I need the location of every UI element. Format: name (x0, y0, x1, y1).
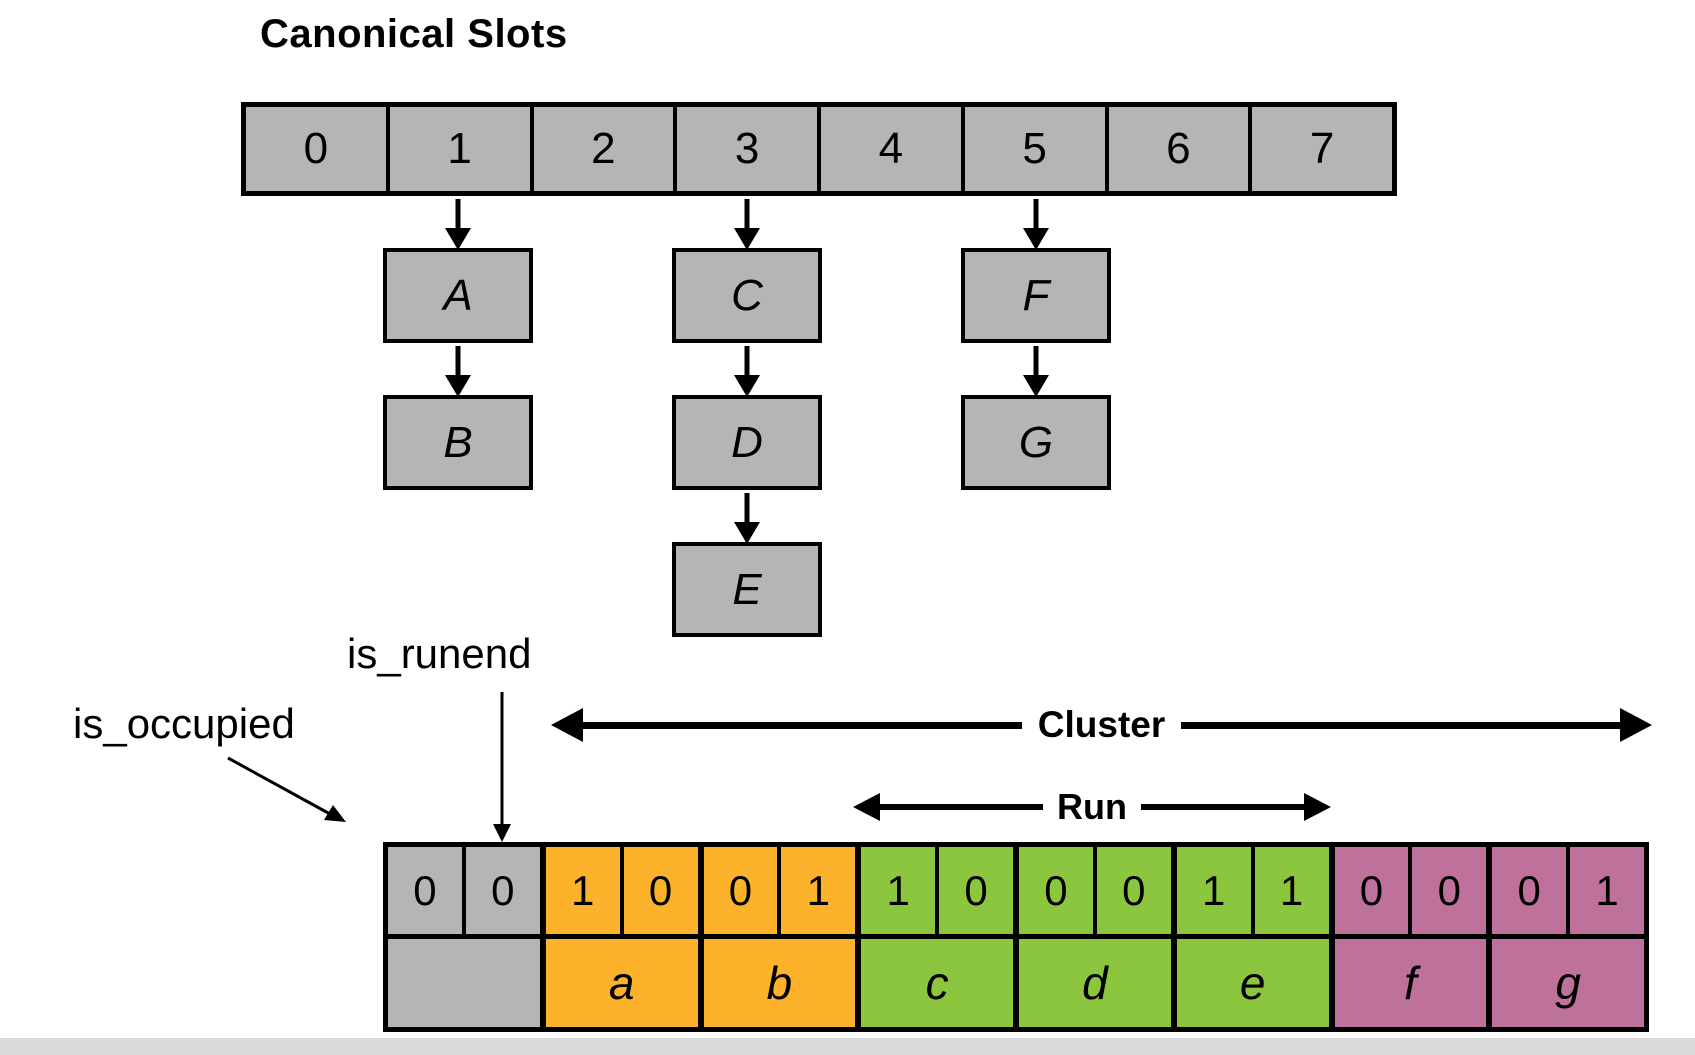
cluster-arrowhead-left-icon (551, 708, 583, 742)
arrow-slot1-to-A (445, 199, 471, 250)
remainder-label: a (608, 957, 635, 1009)
arrow-slot3-to-C (734, 199, 760, 250)
run-span-arrow: Run (853, 786, 1332, 827)
is-occupied-bit: 0 (1044, 866, 1068, 914)
chain-node-E: E (672, 542, 822, 637)
chain-node-F: F (961, 248, 1111, 343)
run-label: Run (1057, 786, 1127, 827)
arrow-F-to-G (1023, 346, 1049, 397)
slot-cell-3: 3 (673, 107, 817, 191)
bit-pair: 1 0 (861, 847, 1013, 939)
slot-cell-1: 1 (385, 107, 530, 191)
is-occupied-label: is_occupied (73, 700, 295, 747)
is-runend-bit: 0 (461, 847, 540, 934)
is-occupied-bit: 0 (1517, 866, 1541, 914)
bit-slot-3: 1 0 c (858, 844, 1016, 1030)
slot-cell-4: 4 (817, 107, 961, 191)
cluster-arrow-line (583, 721, 1022, 729)
is-occupied-bit: 0 (1359, 866, 1384, 914)
remainder-label: d (1082, 957, 1108, 1009)
run-arrow-line (1141, 804, 1305, 810)
bit-pair: 0 1 (703, 847, 856, 939)
chain-node-C: C (672, 248, 822, 343)
arrow-slot5-to-F (1023, 199, 1049, 250)
remainder-label: f (1403, 957, 1417, 1009)
slot-cell-5: 5 (960, 107, 1105, 191)
run-arrow-line (880, 804, 1044, 810)
is-occupied-bit: 0 (413, 866, 437, 914)
bit-slot-6: 0 0 f (1331, 844, 1490, 1030)
cluster-arrowhead-right-icon (1620, 708, 1653, 742)
slot-cell-0: 0 (303, 124, 329, 173)
arrow-D-to-E (734, 493, 760, 544)
run-arrowhead-right-icon (1304, 793, 1332, 821)
is-runend-label: is_runend (347, 630, 532, 677)
cluster-arrow-line (1181, 721, 1621, 729)
is-occupied-bit: 0 (728, 866, 753, 914)
is-occupied-bit: 1 (571, 866, 595, 914)
is-runend-bit: 0 (935, 847, 1013, 934)
bit-pair: 1 1 (1176, 847, 1329, 939)
chain-node-B: B (383, 395, 533, 490)
remainder-label (388, 939, 540, 1027)
remainder-label: g (1555, 957, 1581, 1009)
arrow-C-to-D (734, 346, 760, 397)
chain-node-D: D (672, 395, 822, 490)
bit-pair: 0 1 (1492, 847, 1644, 939)
cluster-span-arrow: Cluster (551, 704, 1653, 746)
is-runend-bit: 1 (1566, 847, 1644, 934)
chain-node-A: A (383, 248, 533, 343)
slot-cell-2: 2 (529, 107, 674, 191)
is-runend-bit: 0 (619, 847, 698, 934)
run-arrowhead-left-icon (853, 793, 880, 821)
arrow-is-occupied-pointer (227, 756, 346, 822)
is-occupied-bit: 1 (886, 866, 910, 914)
bit-slot-2: 0 1 b (700, 844, 859, 1030)
arrow-is-runend-pointer (493, 692, 511, 842)
bit-pair: 1 0 (545, 847, 698, 939)
diagram-title: Canonical Slots (260, 12, 568, 56)
metadata-bit-array: 0 0 1 0 a 0 1 b 1 0 c (383, 842, 1649, 1032)
is-runend-bit: 0 (1092, 847, 1171, 934)
bit-pair: 0 0 (388, 847, 540, 939)
is-runend-bit: 0 (1408, 847, 1486, 934)
chain-node-G: G (961, 395, 1111, 490)
bit-pair: 0 0 (1019, 847, 1171, 939)
cluster-label: Cluster (1037, 704, 1166, 745)
remainder-label: c (925, 957, 949, 1009)
canonical-slots-row: 0 1 2 3 4 5 6 7 (241, 102, 1397, 196)
remainder-label: b (766, 957, 793, 1009)
slot-cell-6: 6 (1104, 107, 1249, 191)
arrow-A-to-B (445, 346, 471, 397)
bit-slot-5: 1 1 e (1173, 844, 1332, 1030)
is-occupied-bit: 1 (1202, 866, 1226, 914)
bit-slot-1: 1 0 a (542, 844, 701, 1030)
bit-slot-7: 0 1 g (1489, 844, 1647, 1030)
is-runend-bit: 1 (777, 847, 855, 934)
bit-pair: 0 0 (1334, 847, 1487, 939)
bit-slot-4: 0 0 d (1016, 844, 1174, 1030)
bottom-edge-strip (0, 1038, 1695, 1055)
remainder-label: e (1239, 957, 1266, 1009)
is-runend-bit: 1 (1250, 847, 1329, 934)
bit-slot-0: 0 0 (385, 844, 543, 1030)
slot-cell-7: 7 (1248, 107, 1392, 191)
